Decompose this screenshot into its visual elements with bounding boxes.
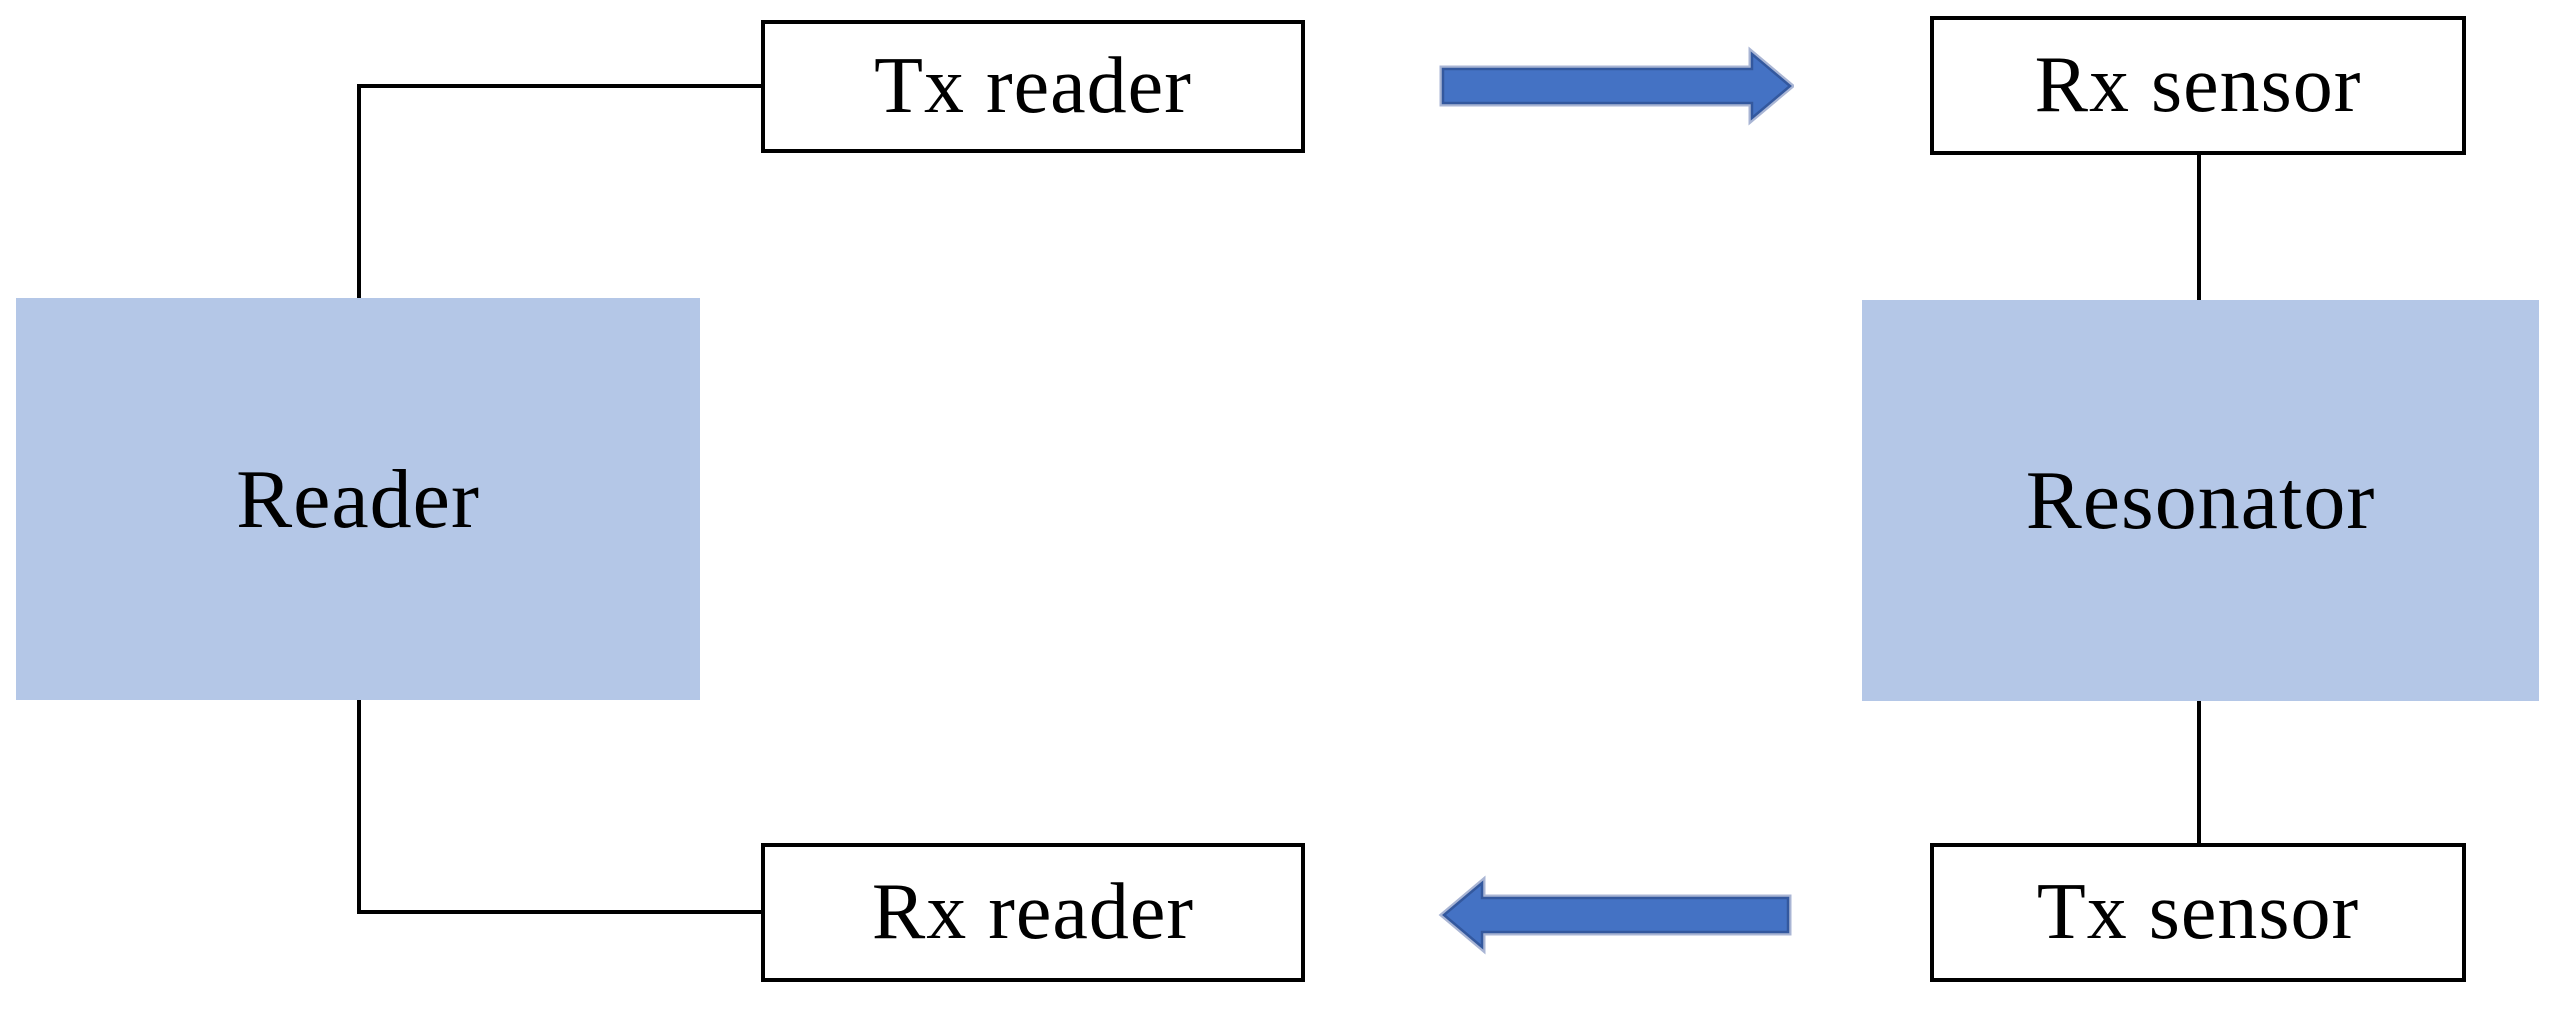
rx-sensor-box: Rx sensor [1930,16,2466,155]
rx-sensor-box-label: Rx sensor [2034,41,2362,129]
tx-sensor-box-label: Tx sensor [2036,868,2360,956]
tx-reader-box: Tx reader [761,20,1305,153]
connector-reader-to-rx-reader-horizontal [357,910,761,914]
resonator-block-label: Resonator [2025,454,2376,547]
connector-reader-to-tx-reader-horizontal [357,84,761,88]
tx-sensor-box: Tx sensor [1930,843,2466,982]
connector-resonator-to-tx-sensor [2197,701,2201,843]
tx-reader-box-label: Tx reader [874,42,1192,130]
rx-reader-box-label: Rx reader [871,868,1195,956]
left-arrow-icon [1438,875,1792,955]
resonator-block: Resonator [1862,300,2539,701]
connector-rx-sensor-to-resonator [2197,155,2201,300]
reader-block-label: Reader [236,452,480,546]
reader-block: Reader [16,298,700,700]
right-arrow-icon [1439,46,1794,126]
rx-reader-box: Rx reader [761,843,1305,982]
connector-reader-to-rx-reader-vertical [357,700,361,912]
connector-reader-to-tx-reader-vertical [357,86,361,298]
